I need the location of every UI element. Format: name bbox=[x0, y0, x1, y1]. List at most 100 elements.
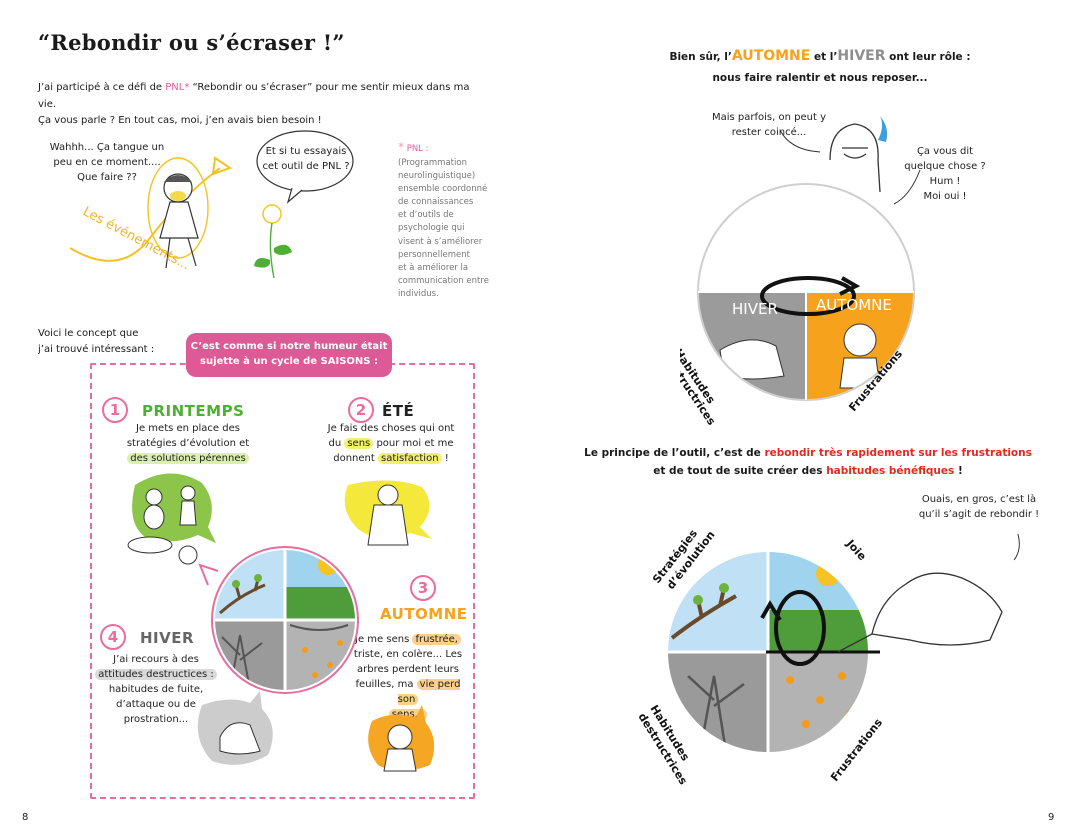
autumn-word: feuilles, ma bbox=[355, 679, 414, 690]
intro-line-1b: “Rebondir ou s’écraser” pour me sentir m… bbox=[38, 82, 470, 110]
summer-word: donnent bbox=[333, 453, 375, 464]
note-line: visent à s’améliorer bbox=[398, 236, 483, 247]
hiver-label: HIVER bbox=[732, 300, 778, 318]
principle-word: Le principe de l’outil, c’est de bbox=[584, 447, 761, 459]
speech-rebound-line: qu’il s’agit de rebondir ! bbox=[918, 509, 1040, 520]
seasons-role-text: Bien sûr, l’AUTOMNE et l’HIVER ont leur … bbox=[640, 44, 1000, 87]
speech-line-ring bbox=[893, 169, 921, 205]
cycle-arrow-ring bbox=[211, 546, 359, 694]
speech-rebound-line: Ouais, en gros, c’est là bbox=[921, 494, 1037, 505]
speech-bubble-line: cet outil de PNL ? bbox=[262, 161, 350, 172]
character-arm bbox=[837, 633, 873, 653]
spring-blob bbox=[132, 473, 216, 543]
speech-rebound: Ouais, en gros, c’est là qu’il s’agit de… bbox=[916, 492, 1042, 522]
autumn-highlight-sens: sens... bbox=[388, 709, 428, 720]
character-body bbox=[159, 201, 199, 239]
sun-icon bbox=[318, 555, 338, 575]
note-line: ensemble coordonné bbox=[398, 183, 488, 194]
spring-character-2-body bbox=[179, 500, 197, 526]
summer-word: du bbox=[328, 438, 342, 449]
intro-pnl: PNL* bbox=[165, 82, 190, 93]
role-word: Bien sûr, l’ bbox=[669, 51, 732, 63]
note-line: communication entre bbox=[398, 276, 489, 287]
concept-text: Voici le concept que j’ai trouvé intéres… bbox=[38, 326, 158, 358]
intro-text: J’ai participé à ce défi de PNL* “Rebond… bbox=[38, 80, 478, 130]
page-number-right: 9 bbox=[1048, 812, 1055, 823]
spring-character-head bbox=[145, 488, 163, 506]
intro-line-1a: J’ai participé à ce défi de bbox=[38, 82, 163, 93]
note-line: et d’outils de bbox=[398, 210, 454, 221]
leaf-icon-2 bbox=[254, 258, 270, 268]
kiwi-icon bbox=[178, 545, 198, 565]
page-title: “Rebondir ou s’écraser !” bbox=[38, 30, 345, 55]
events-path bbox=[69, 167, 221, 262]
autumn-word: Je me sens bbox=[355, 634, 410, 645]
winter-title: HIVER bbox=[140, 629, 195, 647]
speech-stuck-line: rester coincé... bbox=[731, 127, 807, 138]
leaning-character bbox=[871, 572, 1003, 646]
speech-bubble-shape bbox=[256, 130, 354, 192]
autumn-character-body bbox=[383, 748, 417, 772]
winter-line: prostration... bbox=[123, 714, 189, 725]
intro-illustration: Les événements... bbox=[69, 130, 354, 279]
stuck-wheel: HIVER AUTOMNE Habitudes destructrices Fr… bbox=[680, 183, 915, 428]
cycle-arrow-icon bbox=[198, 563, 219, 586]
speech-line-rebound bbox=[1013, 533, 1020, 561]
note-line: individus. bbox=[398, 289, 439, 300]
speech-ring-line: quelque chose ? bbox=[904, 161, 986, 172]
autumn-line: triste, en colère... Les bbox=[353, 649, 463, 660]
spring-character-body bbox=[143, 504, 165, 530]
note-line: (Programmation bbox=[398, 157, 467, 168]
summer-line: Je fais des choses qui ont bbox=[327, 423, 455, 434]
summer-number: 2 bbox=[348, 397, 374, 423]
note-line: psychologie qui bbox=[398, 223, 465, 234]
speech-left-line: Wahhh... Ça tangue un bbox=[49, 142, 165, 153]
winter-number: 4 bbox=[100, 624, 126, 650]
role-line-2: nous faire ralentir et nous reposer... bbox=[712, 71, 928, 84]
concept-line: j’ai trouvé intéressant : bbox=[38, 344, 155, 355]
summer-text: Je fais des choses qui ont du sens pour … bbox=[326, 421, 456, 466]
intro-line-2: Ça vous parle ? En tout cas, moi, j’en a… bbox=[38, 115, 322, 126]
spring-title: PRINTEMPS bbox=[142, 402, 245, 420]
note-line: personnellement bbox=[398, 249, 470, 260]
sun-icon-large bbox=[816, 562, 840, 586]
note-star: * bbox=[398, 140, 404, 154]
role-word: et l’ bbox=[814, 51, 838, 63]
summer-word: pour moi et me bbox=[376, 438, 454, 449]
hiver-character bbox=[719, 339, 785, 380]
seasons-illustrations bbox=[127, 473, 435, 772]
winter-line: d’attaque ou de bbox=[116, 699, 196, 710]
speech-bubble-line: Et si tu essayais bbox=[265, 146, 347, 157]
banner-line: C’est comme si notre humeur était bbox=[190, 341, 388, 352]
speech-bubble-tail bbox=[286, 187, 303, 204]
bowl-icon bbox=[127, 536, 173, 554]
principle-word: et de tout de suite créer des bbox=[653, 465, 823, 478]
winter-text: J’ai recours à des attitudes destructice… bbox=[92, 652, 220, 727]
autumn-number: 3 bbox=[410, 575, 436, 601]
summer-highlight-satisfaction: satisfaction bbox=[377, 453, 442, 464]
rebound-wheel: Stratégies d’évolution Joie Habitudes de… bbox=[635, 527, 1003, 787]
speech-line-stuck bbox=[779, 129, 821, 153]
speech-ring-line: Hum ! bbox=[929, 176, 961, 187]
note-line: et à améliorer la bbox=[398, 262, 469, 273]
speech-left-line: Que faire ?? bbox=[77, 172, 137, 183]
spring-character-2-head bbox=[180, 485, 196, 501]
spring-highlight: des solutions pérennes bbox=[127, 453, 249, 464]
lightbulb-icon bbox=[262, 204, 282, 224]
winter-highlight: attitudes destructices : bbox=[95, 669, 217, 680]
speech-ring-line: Moi oui ! bbox=[923, 191, 967, 202]
role-word: ont leur rôle : bbox=[889, 51, 971, 63]
autumn-title: AUTOMNE bbox=[380, 605, 468, 623]
spring-line: stratégies d’évolution et bbox=[126, 438, 250, 449]
arrow-icon bbox=[211, 156, 233, 176]
concept-line: Voici le concept que bbox=[38, 328, 139, 339]
summer-title: ÉTÉ bbox=[382, 402, 415, 420]
speech-bubble: Et si tu essayais cet outil de PNL ? bbox=[250, 144, 362, 174]
principle-word: ! bbox=[957, 465, 963, 478]
page-number-left: 8 bbox=[22, 812, 29, 823]
note-title: PNL : bbox=[406, 144, 429, 154]
automne-character-head bbox=[843, 323, 877, 357]
note-line: neurolinguistique) bbox=[398, 170, 476, 181]
summer-character-body bbox=[367, 504, 409, 546]
winter-character bbox=[219, 722, 261, 755]
